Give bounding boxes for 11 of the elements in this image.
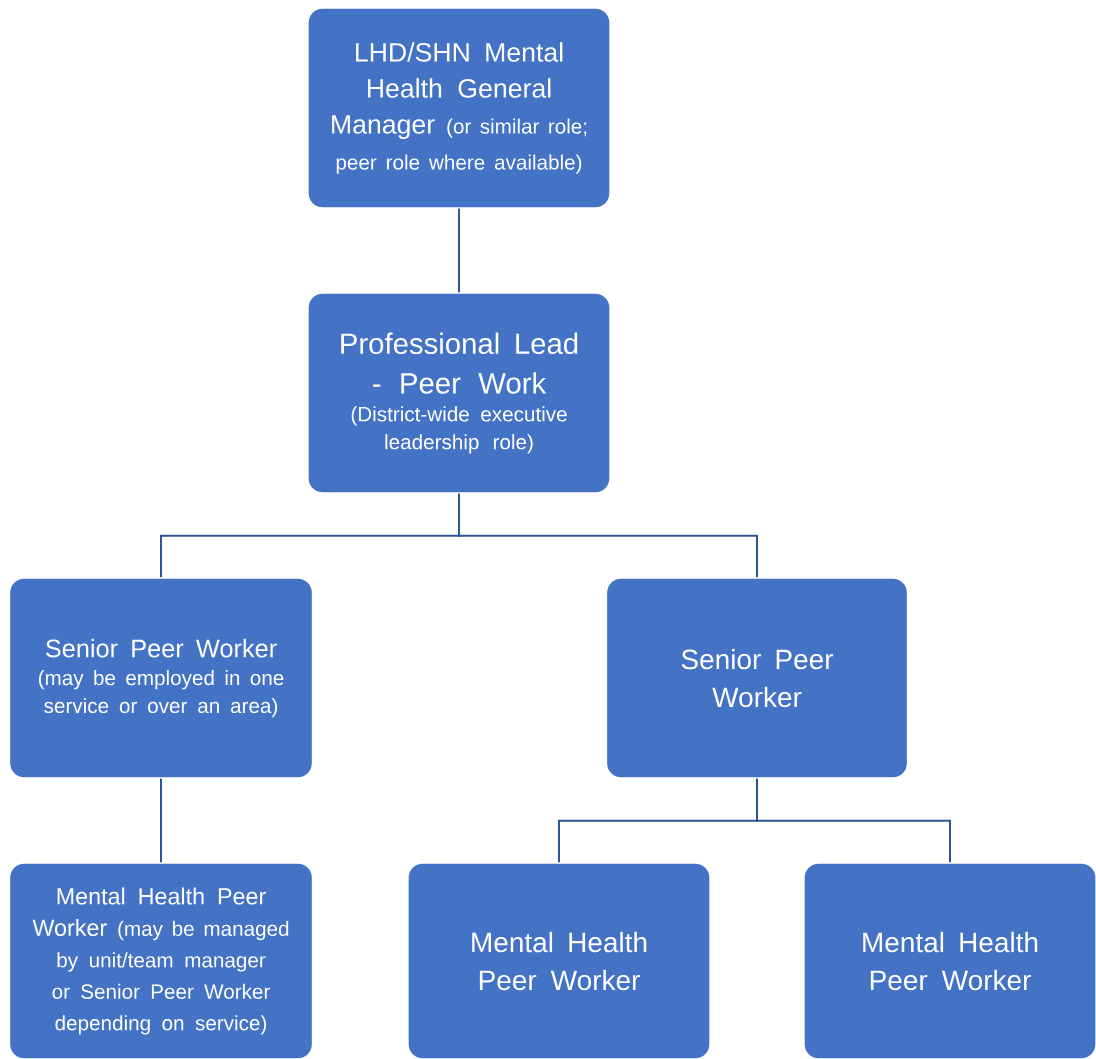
org-box: Mental Health Peer Worker (407, 862, 711, 1059)
org-box: Mental Health Peer Worker (may be managed by unit/team manager or Senior Peer Worker depending on service) (8, 862, 314, 1059)
connector-line (160, 777, 162, 864)
org-box: Senior Peer Worker (may be employed in one service or over an area) (8, 577, 314, 779)
connector-line (756, 777, 951, 864)
org-box: Professional Lead - Peer Work (District-wide executive leadership role) (307, 292, 611, 494)
connector-line (458, 492, 758, 579)
org-box: Mental Health Peer Worker (803, 862, 1096, 1059)
org-box: LHD/SHN Mental Health General Manager (or similar role; peer role where available) (307, 7, 611, 209)
org-box: Senior Peer Worker (605, 577, 909, 779)
connector-line (458, 207, 460, 294)
